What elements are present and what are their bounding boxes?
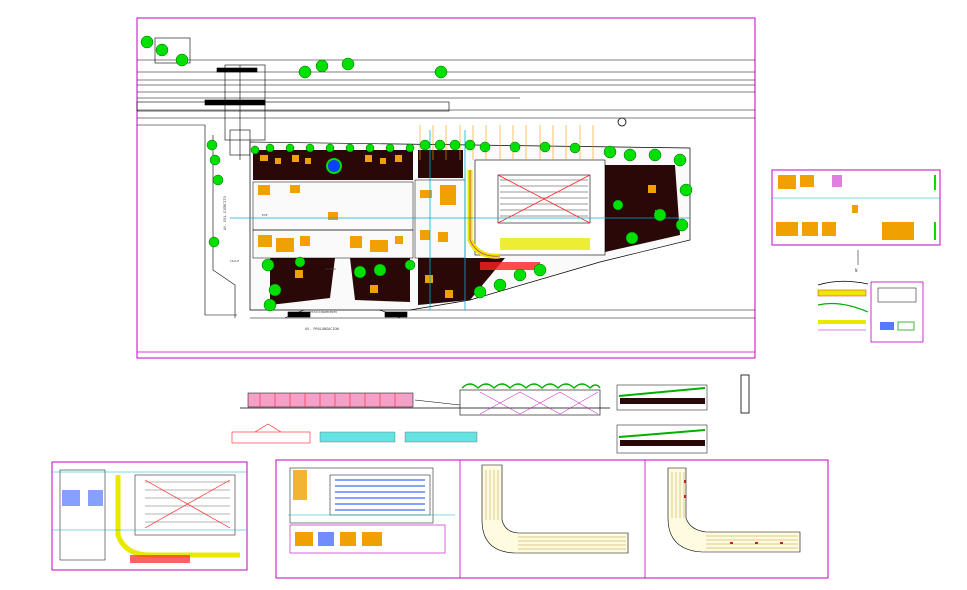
site-plan: AV. DEL EJERCITO AV. PROLONGACION ESTACI… [136,17,756,359]
elevations [231,374,750,454]
tree-icon [140,35,154,49]
arena [419,125,606,270]
label-left-road: AV. DEL EJERCITO [223,196,227,230]
grid-axes [230,130,690,310]
street-lines [137,124,755,319]
bottom-plans-frame [275,459,829,579]
north-label: N [855,268,858,273]
label-entrance: ACCESO [325,267,336,271]
detail-sketches [817,280,924,343]
label-bottom-road-2: ESTACIONAMIENTO [310,310,337,314]
fountain-icon [326,158,342,174]
label-side-street: CALLE [230,259,239,263]
floor-plan-bottom-left [51,461,248,571]
trees [140,35,693,312]
label-main-axis: EJE [262,213,268,217]
north-arrow-icon [617,117,627,127]
floor-plan-right: N [771,169,941,273]
label-bottom-road: AV. PROLONGACION [305,327,339,331]
